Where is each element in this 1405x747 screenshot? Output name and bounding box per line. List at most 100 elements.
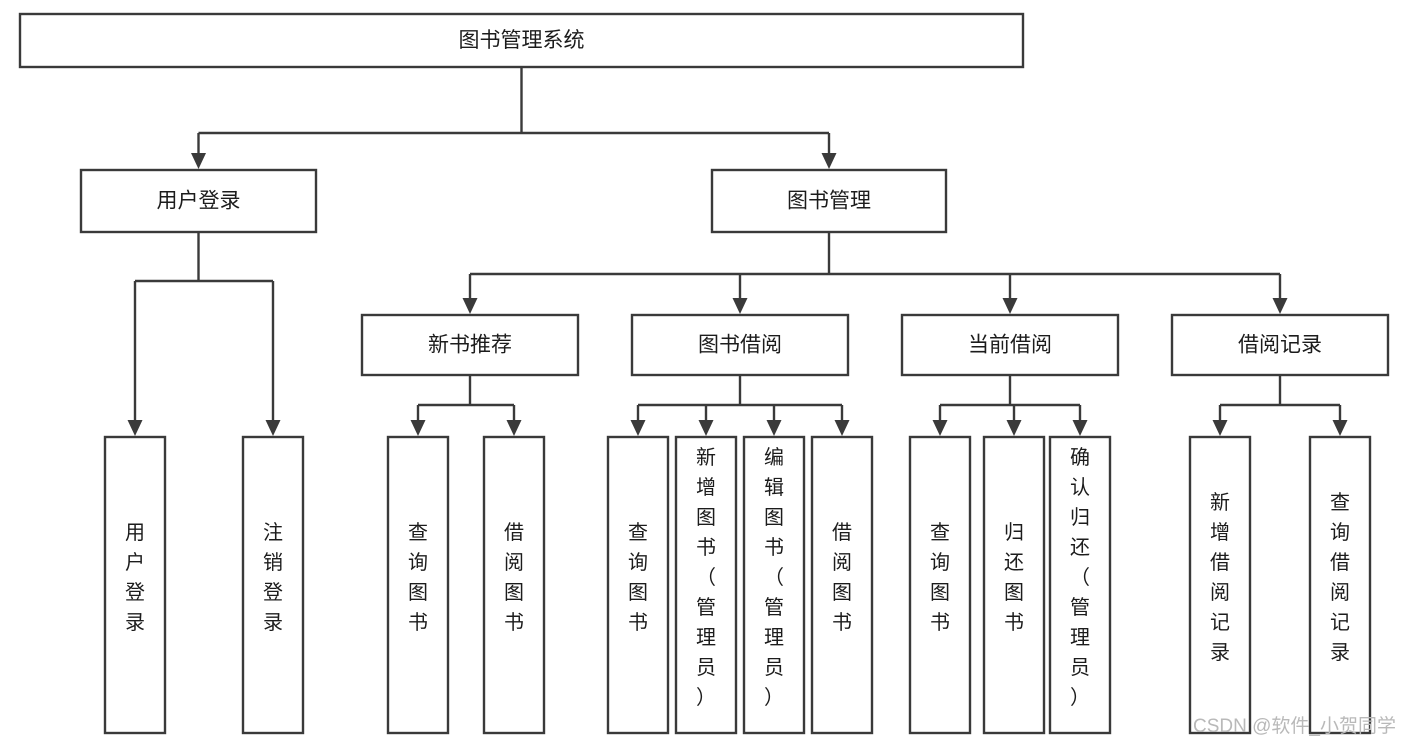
node-box-current-borrow[interactable] [900, 313, 1120, 377]
node-box-leaf-add-book[interactable] [674, 435, 738, 735]
node-box-leaf-return-book[interactable] [982, 435, 1046, 735]
connector-c-user-login-to-leaf2 [265, 281, 281, 436]
node-box-user-login[interactable] [79, 168, 318, 234]
connector-c-record-leaf2 [1332, 405, 1348, 436]
node-label-leaf-query-book-current: 查询图书 [930, 521, 950, 634]
node-label-book-borrow: 图书借阅 [698, 334, 782, 357]
node-label-current-borrow: 当前借阅 [968, 334, 1052, 357]
node-box-book-management[interactable] [710, 168, 948, 234]
connector-c-user-login-to-leaf1 [127, 281, 143, 436]
connector-c-root-to-user-login [191, 133, 206, 169]
arrow-head-icon [821, 153, 837, 169]
arrow-head-icon [630, 420, 646, 436]
node-box-leaf-confirm-return[interactable] [1048, 435, 1112, 735]
node-leaf-add-borrow-record[interactable]: 新增借阅记录 [1188, 435, 1252, 735]
connector-c-bm-to-current [1002, 274, 1018, 314]
arrow-head-icon [410, 420, 426, 436]
node-label-book-management: 图书管理 [787, 190, 871, 213]
node-leaf-edit-book[interactable]: 编辑图书（管理员） [742, 435, 806, 735]
node-label-leaf-borrow-book-recommend: 借阅图书 [504, 521, 524, 634]
connector-c-current-leaf2 [1006, 405, 1022, 436]
node-leaf-borrow-book[interactable]: 借阅图书 [810, 435, 874, 735]
node-box-leaf-user-login[interactable] [103, 435, 167, 735]
node-label-leaf-return-book: 归还图书 [1004, 521, 1024, 634]
node-book-borrow[interactable]: 图书借阅 [630, 313, 850, 377]
node-box-leaf-query-book-borrow[interactable] [606, 435, 670, 735]
connector-c-record-leaf1 [1212, 405, 1228, 436]
watermark-label: CSDN @软件_小贺同学 [1193, 715, 1396, 737]
arrow-head-icon [506, 420, 522, 436]
node-label-leaf-query-book-borrow: 查询图书 [628, 521, 648, 634]
arrow-head-icon [462, 298, 478, 314]
connector-c-recommend-leaf1 [410, 405, 426, 436]
node-label-leaf-user-logout: 注销登录 [263, 521, 283, 634]
node-leaf-return-book[interactable]: 归还图书 [982, 435, 1046, 735]
node-box-leaf-query-book-current[interactable] [908, 435, 972, 735]
node-box-leaf-query-borrow-record[interactable] [1308, 435, 1372, 735]
node-box-leaf-add-borrow-record[interactable] [1188, 435, 1252, 735]
node-label-leaf-confirm-return: 确认归还（管理员） [1070, 446, 1090, 709]
arrow-head-icon [1272, 298, 1288, 314]
arrow-head-icon [1332, 420, 1348, 436]
connector-c-bm-to-recommend [462, 274, 478, 314]
node-current-borrow[interactable]: 当前借阅 [900, 313, 1120, 377]
node-leaf-query-book-borrow[interactable]: 查询图书 [606, 435, 670, 735]
node-leaf-add-book[interactable]: 新增图书（管理员） [674, 435, 738, 735]
arrow-head-icon [191, 153, 206, 169]
node-box-leaf-borrow-book[interactable] [810, 435, 874, 735]
node-leaf-query-borrow-record[interactable]: 查询借阅记录 [1308, 435, 1372, 735]
arrow-head-icon [834, 420, 850, 436]
node-leaf-query-book-recommend[interactable]: 查询图书 [386, 435, 450, 735]
arrow-head-icon [932, 420, 948, 436]
node-box-book-borrow[interactable] [630, 313, 850, 377]
node-box-new-book-recommend[interactable] [360, 313, 580, 377]
node-label-root: 图书管理系统 [459, 29, 585, 52]
node-label-leaf-add-borrow-record: 新增借阅记录 [1210, 491, 1230, 664]
arrow-head-icon [698, 420, 714, 436]
node-label-new-book-recommend: 新书推荐 [428, 334, 512, 357]
node-leaf-user-login[interactable]: 用户登录 [103, 435, 167, 735]
arrow-head-icon [1212, 420, 1228, 436]
node-box-borrow-record[interactable] [1170, 313, 1390, 377]
node-label-leaf-edit-book: 编辑图书（管理员） [764, 446, 784, 709]
connector-c-bm-to-borrow [732, 274, 748, 314]
node-leaf-query-book-current[interactable]: 查询图书 [908, 435, 972, 735]
arrow-head-icon [1006, 420, 1022, 436]
node-label-leaf-add-book: 新增图书（管理员） [696, 446, 716, 709]
arrow-head-icon [1072, 420, 1088, 436]
connector-c-current-leaf1 [932, 405, 948, 436]
node-label-leaf-query-borrow-record: 查询借阅记录 [1330, 491, 1350, 664]
node-label-user-login: 用户登录 [157, 190, 241, 213]
connector-c-root-to-book-management [821, 133, 837, 169]
node-box-leaf-borrow-book-recommend[interactable] [482, 435, 546, 735]
connector-c-bm-to-record [1272, 274, 1288, 314]
node-new-book-recommend[interactable]: 新书推荐 [360, 313, 580, 377]
node-box-leaf-user-logout[interactable] [241, 435, 305, 735]
node-label-leaf-user-login: 用户登录 [125, 522, 145, 634]
connector-c-borrow-leaf3 [766, 405, 782, 436]
arrow-head-icon [127, 420, 143, 436]
node-leaf-user-logout[interactable]: 注销登录 [241, 435, 305, 735]
connector-c-current-leaf3 [1072, 405, 1088, 436]
connector-c-recommend-leaf2 [506, 405, 522, 436]
connector-c-borrow-leaf4 [834, 405, 850, 436]
node-leaf-confirm-return[interactable]: 确认归还（管理员） [1048, 435, 1112, 735]
arrow-head-icon [766, 420, 782, 436]
node-book-management[interactable]: 图书管理 [710, 168, 948, 234]
node-user-login[interactable]: 用户登录 [79, 168, 318, 234]
node-label-leaf-borrow-book: 借阅图书 [832, 521, 852, 634]
node-box-root[interactable] [18, 12, 1025, 69]
node-box-leaf-edit-book[interactable] [742, 435, 806, 735]
node-leaf-borrow-book-recommend[interactable]: 借阅图书 [482, 435, 546, 735]
connectors-layer [127, 67, 1348, 436]
nodes-layer: 图书管理系统用户登录图书管理新书推荐图书借阅当前借阅借阅记录用户登录注销登录查询… [18, 12, 1390, 735]
node-label-borrow-record: 借阅记录 [1238, 334, 1322, 357]
node-borrow-record[interactable]: 借阅记录 [1170, 313, 1390, 377]
connector-c-borrow-leaf2 [698, 405, 714, 436]
connector-c-borrow-leaf1 [630, 405, 646, 436]
node-root[interactable]: 图书管理系统 [18, 12, 1025, 69]
arrow-head-icon [732, 298, 748, 314]
node-box-leaf-query-book-recommend[interactable] [386, 435, 450, 735]
